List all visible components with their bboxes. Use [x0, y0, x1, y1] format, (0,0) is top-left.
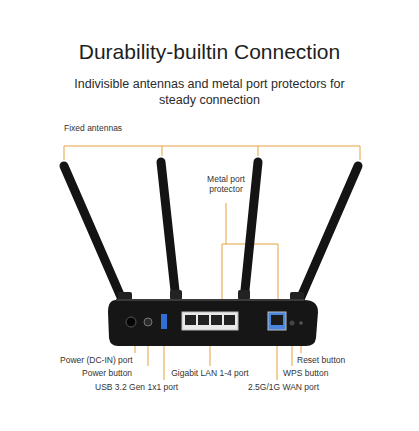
lan-ports — [182, 312, 238, 330]
part-label: Power (DC-IN) port — [60, 356, 133, 366]
part-label: Metal port protector — [202, 175, 250, 195]
wan-port — [268, 312, 286, 330]
power-port — [126, 317, 136, 327]
router-body — [108, 300, 318, 346]
heading: Durability-builtin Connection — [0, 40, 419, 64]
wan-socket — [271, 315, 283, 325]
router-edge — [116, 299, 304, 301]
power-button — [144, 318, 152, 326]
part-label: Fixed antennas — [64, 124, 122, 134]
antennas — [64, 162, 358, 304]
wps-button — [290, 321, 295, 326]
part-label: WPS button — [283, 369, 328, 379]
part-label: Power button — [82, 369, 132, 379]
leader-lines — [64, 146, 360, 380]
reset-button — [299, 321, 303, 325]
usb-port — [161, 314, 167, 329]
part-label: 2.5G/1G WAN port — [248, 383, 319, 393]
subtitle: Indivisible antennas and metal port prot… — [69, 76, 350, 109]
part-label: Reset button — [297, 356, 345, 366]
part-label: Gigabit LAN 1-4 port — [171, 369, 248, 379]
part-label: USB 3.2 Gen 1x1 port — [95, 383, 178, 393]
lan-sockets — [185, 315, 235, 325]
